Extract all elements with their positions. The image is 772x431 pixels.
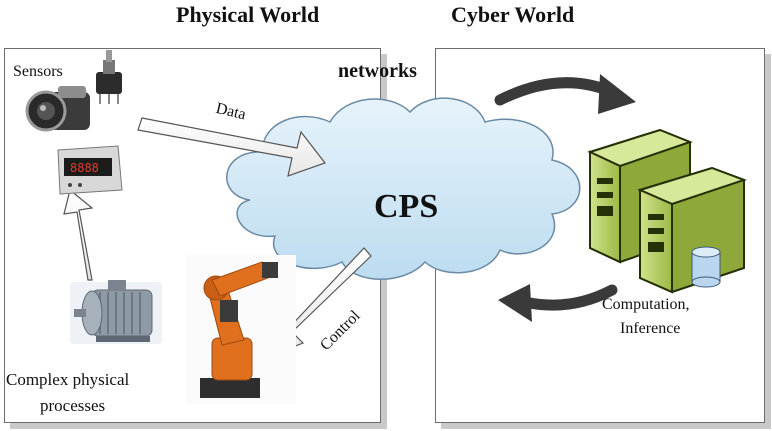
sensors-label: Sensors: [13, 63, 63, 80]
data-arrow: [137, 117, 326, 177]
computation-label: Computation,: [602, 296, 690, 313]
networks-label: networks: [338, 60, 417, 82]
feedback-up-arrow: [63, 188, 94, 281]
pressure-sensor-icon: [96, 50, 122, 104]
sensor-camera-icon: [25, 86, 90, 132]
complex-processes-label: Complex physical: [6, 370, 130, 389]
cycle-arrow-top: [494, 74, 636, 114]
cps-cloud: [226, 97, 581, 280]
cycle-arrow-bottom: [498, 284, 618, 322]
cyber-world-title: Cyber World: [451, 2, 575, 27]
cps-label: CPS: [374, 188, 439, 225]
electric-motor-icon: [70, 280, 162, 344]
digital-meter-icon: 8888: [57, 145, 123, 195]
robot-arm-icon: [186, 255, 296, 405]
processes-label: processes: [40, 396, 106, 415]
svg-text:8888: 8888: [70, 161, 99, 175]
inference-label: Inference: [620, 320, 681, 337]
database-icon: [691, 246, 721, 288]
server-tower-icon: [587, 128, 747, 294]
physical-world-title: Physical World: [176, 2, 320, 27]
